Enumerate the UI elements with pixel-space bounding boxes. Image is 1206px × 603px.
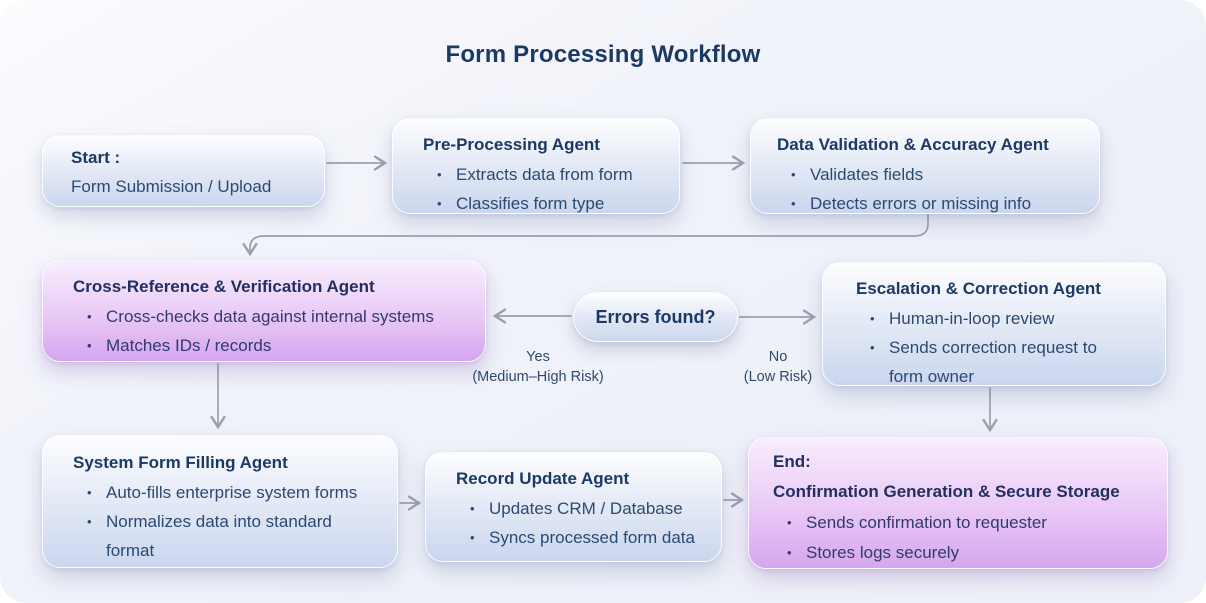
node-start-title: Start : xyxy=(71,148,121,167)
bullet-item: • Matches IDs / records xyxy=(73,331,471,360)
node-title: Record Update Agent xyxy=(456,469,630,488)
bullet-item: • Validates fields xyxy=(777,160,1089,189)
bullet-dot: • xyxy=(870,340,875,355)
node-title: Escalation & Correction Agent xyxy=(856,279,1101,298)
bullet-text: Classifies form type xyxy=(456,194,605,213)
bullet-text: Updates CRM / Database xyxy=(489,499,683,518)
bullet-text: Syncs processed form data xyxy=(489,528,695,547)
bullet-dot: • xyxy=(791,167,796,182)
edge-label-yes: Yes (Medium–High Risk) xyxy=(452,347,624,387)
bullet-dot: • xyxy=(787,515,792,530)
edge-label-no-line2: (Low Risk) xyxy=(743,369,813,385)
bullet-dot: • xyxy=(87,514,92,529)
bullet-dot: • xyxy=(470,501,475,516)
arrow-validation-to-crossreference xyxy=(242,213,929,257)
node-title: Data Validation & Accuracy Agent xyxy=(777,135,1049,154)
bullet-item: • Sends confirmation to requester xyxy=(773,508,1153,538)
bullet-dot: • xyxy=(787,545,792,560)
node-end-title: End: xyxy=(773,452,811,471)
page-title: Form Processing Workflow xyxy=(445,41,761,68)
bullet-dot: • xyxy=(87,485,92,500)
edge-label-yes-line2: (Medium–High Risk) xyxy=(472,369,604,385)
decision-errors-found: Errors found? xyxy=(573,292,738,342)
node-record-update-agent: Record Update Agent • Updates CRM / Data… xyxy=(425,452,722,562)
bullet-dot: • xyxy=(437,167,442,182)
bullet-text: Extracts data from form xyxy=(456,165,633,184)
bullet-text: Sends correction request to form owner xyxy=(889,338,1097,386)
bullet-text: Auto-fills enterprise system forms xyxy=(106,483,358,502)
bullet-item: • Extracts data from form xyxy=(423,160,667,189)
node-end: End: Confirmation Generation & Secure St… xyxy=(748,437,1168,569)
bullet-text: Sends confirmation to requester xyxy=(806,513,1047,532)
node-cross-reference-agent: Cross-Reference & Verification Agent • C… xyxy=(42,260,486,362)
bullet-dot: • xyxy=(437,196,442,211)
bullet-text: Matches IDs / records xyxy=(106,336,272,355)
node-end-subtitle: Confirmation Generation & Secure Storage xyxy=(773,482,1120,501)
node-start: Start : Form Submission / Upload xyxy=(42,135,325,207)
bullet-item: • Cross-checks data against internal sys… xyxy=(73,302,471,331)
bullet-dot: • xyxy=(791,196,796,211)
bullet-item: • Normalizes data into standard format xyxy=(73,507,379,565)
bullet-item: • Detects errors or missing info xyxy=(777,189,1089,218)
bullet-item: • Auto-fills enterprise system forms xyxy=(73,478,379,507)
node-system-form-filling-agent: System Form Filling Agent • Auto-fills e… xyxy=(42,435,398,568)
decision-label: Errors found? xyxy=(595,306,716,327)
bullet-text: Stores logs securely xyxy=(806,543,960,562)
node-title: Cross-Reference & Verification Agent xyxy=(73,277,375,296)
bullet-text: Cross-checks data against internal syste… xyxy=(106,307,434,326)
node-start-subtitle: Form Submission / Upload xyxy=(71,177,272,196)
bullet-text: Human-in-loop review xyxy=(889,309,1055,328)
bullet-item: • Classifies form type xyxy=(423,189,667,218)
bullet-text: Validates fields xyxy=(810,165,924,184)
edge-label-no-line1: No xyxy=(768,349,788,365)
bullet-text: Detects errors or missing info xyxy=(810,194,1032,213)
bullet-dot: • xyxy=(87,309,92,324)
edge-label-no: No (Low Risk) xyxy=(718,347,838,387)
bullet-item: • Sends correction request to form owner xyxy=(856,333,1125,391)
node-escalation-agent: Escalation & Correction Agent • Human-in… xyxy=(822,262,1166,386)
bullet-item: • Updates CRM / Database xyxy=(456,494,709,523)
node-pre-processing-agent: Pre-Processing Agent • Extracts data fro… xyxy=(392,118,680,214)
bullet-text: Normalizes data into standard format xyxy=(106,512,332,560)
bullet-dot: • xyxy=(470,530,475,545)
bullet-item: • Syncs processed form data xyxy=(456,523,709,552)
bullet-item: • Stores logs securely xyxy=(773,538,1153,568)
bullet-dot: • xyxy=(870,311,875,326)
bullet-dot: • xyxy=(87,338,92,353)
node-title: System Form Filling Agent xyxy=(73,453,288,472)
node-title: Pre-Processing Agent xyxy=(423,135,600,154)
edge-label-yes-line1: Yes xyxy=(526,349,550,365)
node-data-validation-agent: Data Validation & Accuracy Agent • Valid… xyxy=(750,118,1100,214)
bullet-item: • Human-in-loop review xyxy=(856,304,1125,333)
